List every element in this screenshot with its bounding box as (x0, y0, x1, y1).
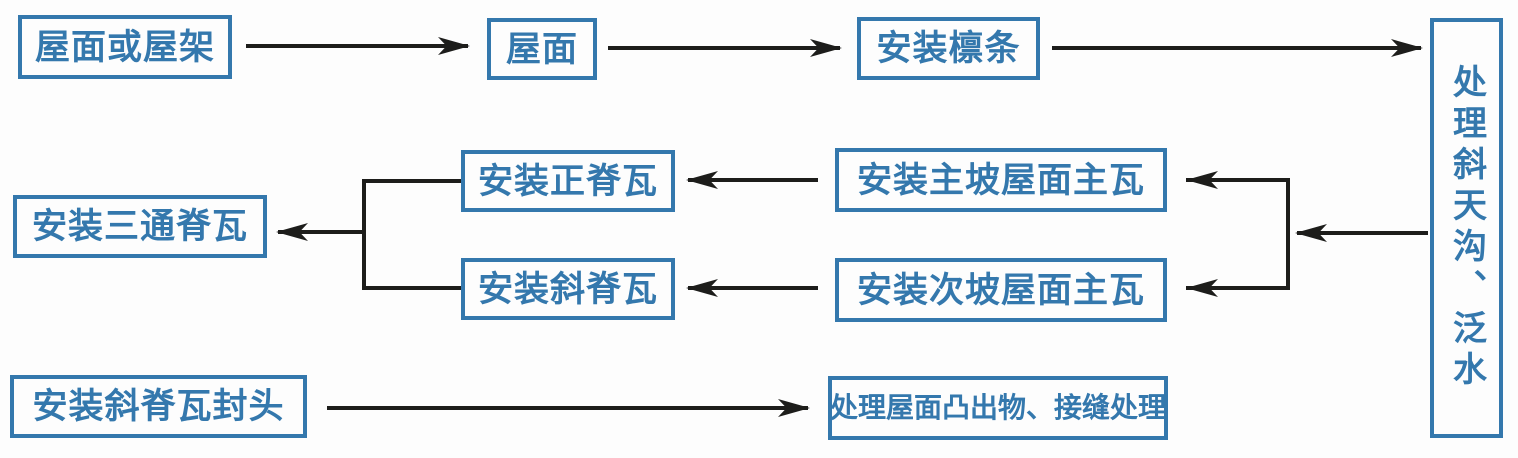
node-handle-valley-flashing: 处理斜天沟、泛水 (1430, 18, 1503, 438)
node-install-hip-ridge-tile: 安装斜脊瓦 (461, 258, 675, 320)
node-roof: 屋面 (487, 18, 597, 80)
node-roof-or-truss: 屋面或屋架 (18, 15, 232, 79)
node-install-main-slope-tiles: 安装主坡屋面主瓦 (835, 148, 1167, 212)
node-install-hip-ridge-end-caps: 安装斜脊瓦封头 (10, 375, 307, 438)
node-install-main-ridge-tile: 安装正脊瓦 (461, 150, 675, 212)
node-install-secondary-slope-tiles: 安装次坡屋面主瓦 (835, 258, 1167, 322)
node-handle-roof-protrusions-joints: 处理屋面凸出物、接缝处理 (828, 376, 1168, 440)
node-install-threeway-ridge-tile: 安装三通脊瓦 (13, 195, 267, 258)
node-install-purlins: 安装檩条 (857, 17, 1040, 80)
